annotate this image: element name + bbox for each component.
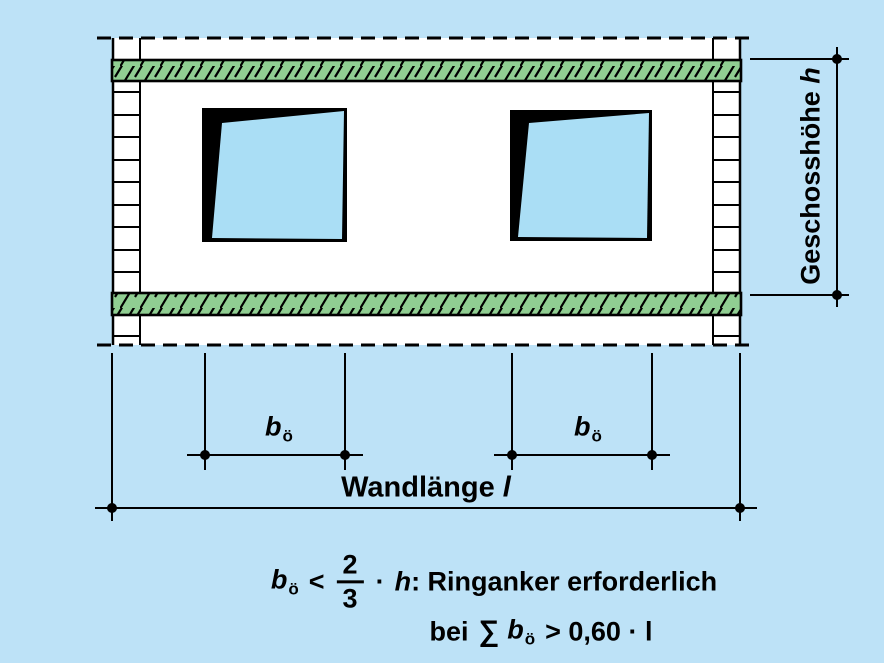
story-height-symbol: h [795, 67, 826, 84]
story-height-dimension [750, 47, 849, 307]
opening-width-symbol: b [265, 411, 282, 442]
formula-line-2: bei ∑ bö > 0,60 · l [430, 614, 653, 649]
opening-width-label-2: bö [574, 411, 602, 446]
less-than-sign: < [308, 566, 325, 597]
story-height-label: Geschosshöhe h [796, 67, 827, 285]
dashed-cut-lines [97, 36, 757, 347]
wall-length-symbol: l [502, 471, 511, 504]
formula-condition-text: h: Ringanker erforderlich [394, 566, 718, 597]
opening-width-dimension-1 [187, 450, 363, 460]
opening-width-subscript: ö [282, 426, 293, 446]
fraction-denominator: 3 [342, 583, 358, 614]
story-height-text: Geschosshöhe [795, 91, 826, 285]
formula-line-1: bö < 2 3 · h: Ringanker erforderlich [271, 550, 717, 613]
bei-text: bei [429, 616, 469, 647]
dimension-extension-lines [111, 353, 741, 521]
window-2 [510, 110, 652, 241]
ring-beam-bottom [110, 291, 743, 317]
formula-b-symbol: bö [270, 564, 299, 599]
formula-threshold-text: > 0,60 · l [545, 616, 653, 647]
opening-width-subscript: ö [591, 426, 602, 446]
wall-length-label: Wandlänge l [341, 472, 511, 505]
window-1 [202, 108, 347, 242]
formula-b-symbol-2: bö [507, 614, 536, 649]
opening-width-label-1: bö [265, 411, 293, 446]
opening-width-dimension-2 [494, 450, 670, 460]
fraction-numerator: 2 [336, 550, 364, 584]
opening-width-symbol: b [574, 411, 591, 442]
ring-beam-top [110, 58, 743, 83]
fraction-two-thirds: 2 3 [336, 550, 364, 614]
multiplication-dot: · [375, 566, 385, 597]
wall-length-text: Wandlänge [341, 471, 495, 504]
wall-length-dimension [95, 503, 757, 513]
sigma-sum-symbol: ∑ [478, 615, 500, 648]
